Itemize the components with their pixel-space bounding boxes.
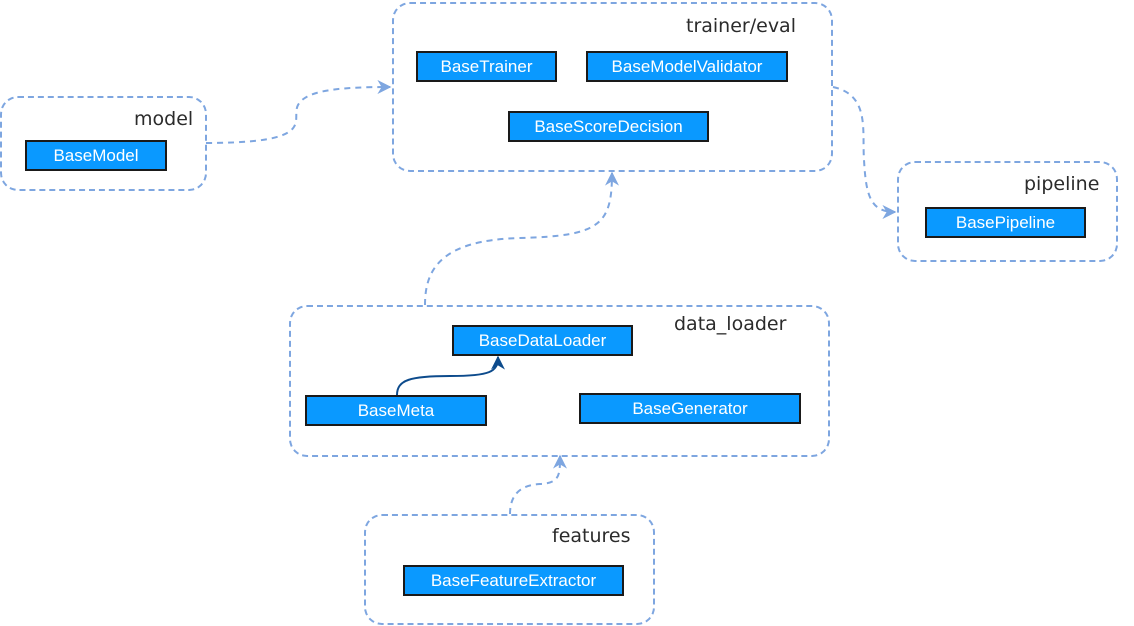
group-label-features: features	[552, 525, 631, 547]
group-features	[364, 514, 655, 625]
node-base-model-validator[interactable]: BaseModelValidator	[586, 51, 788, 82]
group-label-pipeline: pipeline	[1024, 173, 1100, 195]
node-base-trainer[interactable]: BaseTrainer	[416, 51, 557, 82]
edge-features-to-data-loader	[509, 454, 567, 515]
group-data-loader	[289, 305, 830, 457]
group-label-data-loader: data_loader	[674, 313, 787, 335]
node-base-feature-extractor[interactable]: BaseFeatureExtractor	[403, 565, 624, 596]
node-base-data-loader[interactable]: BaseDataLoader	[452, 325, 633, 356]
group-label-model: model	[134, 108, 194, 130]
edge-trainer-eval-to-pipeline	[832, 86, 897, 219]
group-pipeline	[897, 161, 1118, 262]
group-label-trainer-eval: trainer/eval	[686, 15, 796, 37]
edge-data-loader-to-trainer-eval	[424, 171, 619, 306]
node-base-generator[interactable]: BaseGenerator	[579, 393, 801, 424]
edge-model-to-trainer-eval	[205, 80, 392, 144]
node-base-pipeline[interactable]: BasePipeline	[925, 207, 1086, 238]
edge-basemeta-to-basedataloader	[396, 355, 505, 396]
node-base-score-decision[interactable]: BaseScoreDecision	[508, 111, 709, 142]
node-base-meta[interactable]: BaseMeta	[305, 395, 487, 426]
node-base-model[interactable]: BaseModel	[25, 140, 167, 171]
group-model	[0, 96, 207, 191]
group-trainer-eval	[392, 2, 833, 172]
